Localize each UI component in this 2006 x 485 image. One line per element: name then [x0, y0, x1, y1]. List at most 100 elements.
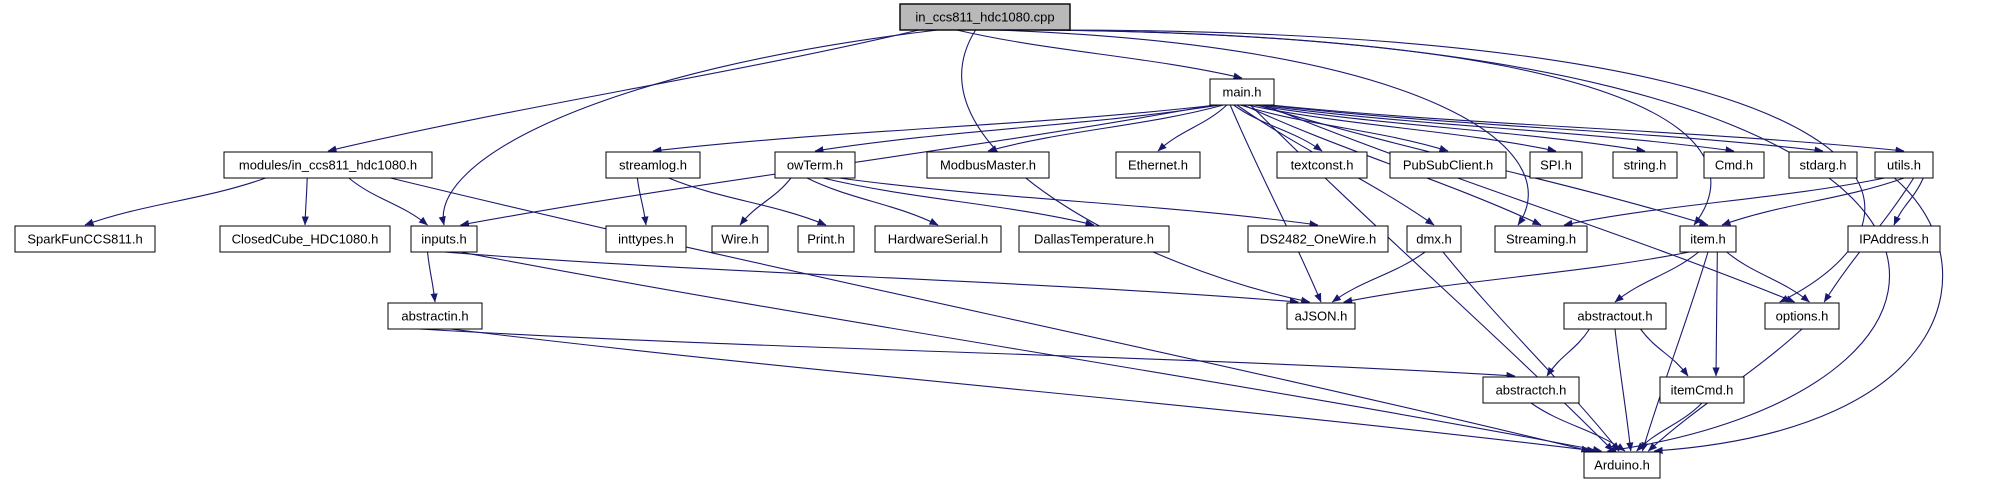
edge-item-to-arduino	[1641, 251, 1709, 452]
edge-abstractout-to-arduino	[1614, 328, 1634, 452]
edge-cpp-to-modules	[327, 29, 920, 153]
graph-node-box-sparkfun[interactable]	[14, 225, 156, 253]
graph-node-cmd[interactable]: Cmd.h	[1703, 151, 1765, 179]
graph-node-box-owterm[interactable]	[774, 151, 856, 179]
graph-node-box-dallas[interactable]	[1018, 225, 1170, 253]
edge-inputs-to-arduino	[460, 251, 1603, 453]
graph-node-wire[interactable]: Wire.h	[711, 225, 769, 253]
graph-node-modbus[interactable]: ModbusMaster.h	[926, 151, 1050, 179]
graph-node-box-options[interactable]	[1764, 302, 1840, 330]
graph-node-arduino[interactable]: Arduino.h	[1583, 451, 1661, 479]
graph-node-box-main[interactable]	[1209, 78, 1275, 106]
graph-node-box-print[interactable]	[797, 225, 855, 253]
graph-node-owterm[interactable]: owTerm.h	[774, 151, 856, 179]
graph-node-utils[interactable]: utils.h	[1874, 151, 1934, 179]
graph-node-ipaddress[interactable]: IPAddress.h	[1847, 225, 1941, 253]
graph-node-box-inttypes[interactable]	[605, 225, 687, 253]
graph-node-label-ipaddress: IPAddress.h	[1859, 231, 1929, 246]
edge-item-to-options	[1726, 251, 1810, 303]
graph-node-hwserial[interactable]: HardwareSerial.h	[874, 225, 1002, 253]
graph-node-cpp[interactable]: in_ccs811_hdc1080.cpp	[899, 3, 1071, 31]
graph-node-label-utils: utils.h	[1887, 157, 1921, 172]
graph-node-sparkfun[interactable]: SparkFunCCS811.h	[14, 225, 156, 253]
graph-node-label-ajson: aJSON.h	[1295, 308, 1348, 323]
graph-node-box-cpp[interactable]	[899, 3, 1071, 31]
graph-node-box-abstractch[interactable]	[1482, 376, 1580, 404]
graph-node-box-dmx[interactable]	[1406, 225, 1462, 253]
graph-node-label-main: main.h	[1222, 84, 1261, 99]
edge-cpp-to-streaming	[994, 29, 1529, 226]
graph-node-label-dmx: dmx.h	[1416, 231, 1451, 246]
graph-node-ds2482[interactable]: DS2482_OneWire.h	[1247, 225, 1389, 253]
graph-node-main[interactable]: main.h	[1209, 78, 1275, 106]
graph-node-ajson[interactable]: aJSON.h	[1286, 302, 1356, 330]
edge-abstractout-to-itemcmd	[1640, 328, 1689, 377]
graph-node-dmx[interactable]: dmx.h	[1406, 225, 1462, 253]
edge-modules-to-closedcube	[301, 177, 309, 226]
graph-node-box-stdarg[interactable]	[1788, 151, 1858, 179]
graph-node-box-arduino[interactable]	[1583, 451, 1661, 479]
graph-node-box-spi[interactable]	[1529, 151, 1583, 179]
graph-node-label-abstractout: abstractout.h	[1577, 308, 1652, 323]
graph-node-abstractch[interactable]: abstractch.h	[1482, 376, 1580, 404]
edge-cpp-to-main	[956, 29, 1243, 80]
graph-node-textconst[interactable]: textconst.h	[1276, 151, 1368, 179]
edge-item-to-abstractout	[1614, 251, 1700, 303]
graph-node-box-hwserial[interactable]	[874, 225, 1002, 253]
graph-node-options[interactable]: options.h	[1764, 302, 1840, 330]
graph-node-box-itemcmd[interactable]	[1659, 376, 1745, 404]
graph-node-inputs[interactable]: inputs.h	[410, 225, 478, 253]
graph-node-closedcube[interactable]: ClosedCube_HDC1080.h	[219, 225, 391, 253]
graph-node-box-item[interactable]	[1679, 225, 1737, 253]
graph-node-box-ethernet[interactable]	[1115, 151, 1201, 179]
graph-node-itemcmd[interactable]: itemCmd.h	[1659, 376, 1745, 404]
graph-node-spi[interactable]: SPI.h	[1529, 151, 1583, 179]
graph-node-box-utils[interactable]	[1874, 151, 1934, 179]
graph-node-label-inputs: inputs.h	[421, 231, 467, 246]
graph-node-modules[interactable]: modules/in_ccs811_hdc1080.h	[223, 151, 433, 179]
graph-node-print[interactable]: Print.h	[797, 225, 855, 253]
graph-node-box-ipaddress[interactable]	[1847, 225, 1941, 253]
graph-node-item[interactable]: item.h	[1679, 225, 1737, 253]
graph-node-box-abstractin[interactable]	[387, 302, 483, 330]
graph-node-box-modbus[interactable]	[926, 151, 1050, 179]
graph-node-box-textconst[interactable]	[1276, 151, 1368, 179]
graph-node-abstractout[interactable]: abstractout.h	[1563, 302, 1667, 330]
graph-node-box-inputs[interactable]	[410, 225, 478, 253]
graph-node-pubsub[interactable]: PubSubClient.h	[1389, 151, 1507, 179]
graph-node-box-closedcube[interactable]	[219, 225, 391, 253]
graph-node-label-ds2482: DS2482_OneWire.h	[1260, 231, 1376, 246]
edge-utils-to-ipaddress	[1893, 177, 1924, 226]
graph-node-box-modules[interactable]	[223, 151, 433, 179]
graph-node-box-wire[interactable]	[711, 225, 769, 253]
graph-node-box-ds2482[interactable]	[1247, 225, 1389, 253]
graph-node-box-string[interactable]	[1612, 151, 1678, 179]
graph-node-label-sparkfun: SparkFunCCS811.h	[27, 231, 142, 246]
graph-node-box-ajson[interactable]	[1286, 302, 1356, 330]
graph-node-abstractin[interactable]: abstractin.h	[387, 302, 483, 330]
graph-node-box-streaming[interactable]	[1494, 225, 1588, 253]
graph-node-box-abstractout[interactable]	[1563, 302, 1667, 330]
edge-inputs-to-ajson	[443, 251, 1299, 305]
graph-node-string[interactable]: string.h	[1612, 151, 1678, 179]
graph-node-box-cmd[interactable]	[1703, 151, 1765, 179]
graph-node-dallas[interactable]: DallasTemperature.h	[1018, 225, 1170, 253]
graph-node-label-owterm: owTerm.h	[787, 157, 843, 172]
graph-node-stdarg[interactable]: stdarg.h	[1788, 151, 1858, 179]
edge-modules-to-inputs	[348, 177, 428, 226]
edge-cpp-to-ajson	[961, 29, 1311, 304]
edge-main-to-ajson	[1229, 104, 1322, 303]
edge-abstractch-to-arduino	[1530, 402, 1626, 452]
graph-node-inttypes[interactable]: inttypes.h	[605, 225, 687, 253]
graph-node-label-itemcmd: itemCmd.h	[1671, 382, 1734, 397]
graph-node-streaming[interactable]: Streaming.h	[1494, 225, 1588, 253]
graph-node-label-closedcube: ClosedCube_HDC1080.h	[232, 231, 379, 246]
edge-main-to-utils	[1270, 104, 1905, 154]
edge-modules-to-sparkfun	[84, 177, 266, 226]
graph-node-label-textconst: textconst.h	[1291, 157, 1354, 172]
graph-node-box-pubsub[interactable]	[1389, 151, 1507, 179]
graph-node-box-streamlog[interactable]	[605, 151, 701, 179]
edge-owterm-to-hwserial	[806, 177, 939, 226]
graph-node-streamlog[interactable]: streamlog.h	[605, 151, 701, 179]
graph-node-ethernet[interactable]: Ethernet.h	[1115, 151, 1201, 179]
